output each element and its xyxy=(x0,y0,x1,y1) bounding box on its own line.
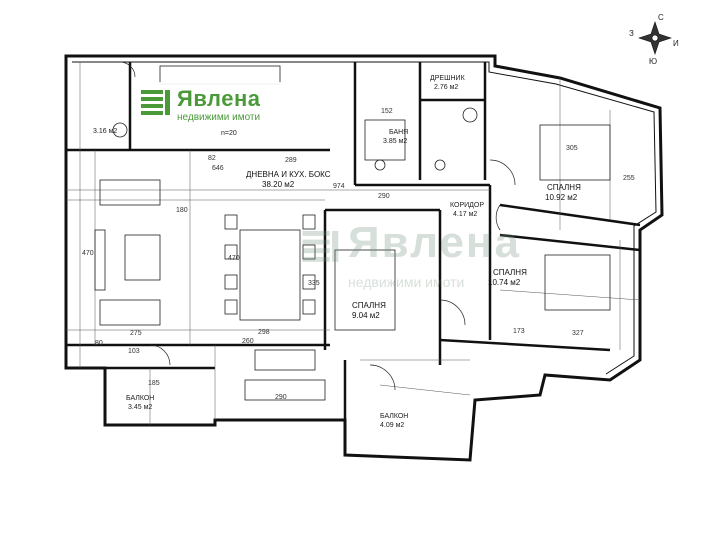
living-room-name: ДНЕВНА И КУХ. БОКС xyxy=(246,170,331,179)
brand-logo: Явлена недвижими имоти xyxy=(135,82,285,130)
compass-east: И xyxy=(673,39,679,48)
dim-label: 974 xyxy=(333,183,345,190)
brand-name: Явлена xyxy=(177,86,261,111)
dim-label: 335 xyxy=(308,280,320,287)
dim-label: 255 xyxy=(623,175,635,182)
living-room-area: 38.20 м2 xyxy=(262,180,295,189)
bedroom2-name: СПАЛНЯ xyxy=(493,268,527,277)
brand-tagline: недвижими имоти xyxy=(177,112,261,123)
dim-label: 260 xyxy=(242,338,254,345)
dim-label: 646 xyxy=(212,165,224,172)
bath-name: БАНЯ xyxy=(389,129,408,136)
wc-area: 3.16 м2 xyxy=(93,128,117,135)
brand-mark-icon xyxy=(141,90,170,115)
compass-rose-icon: С З И Ю xyxy=(629,13,679,66)
balcony2-name: БАЛКОН xyxy=(380,413,408,420)
bedroom1-name: СПАЛНЯ xyxy=(547,183,581,192)
outer-walls xyxy=(64,54,664,462)
dim-label: 180 xyxy=(176,207,188,214)
balcony2-area: 4.09 м2 xyxy=(380,422,404,429)
compass-south: Ю xyxy=(649,57,657,66)
room-labels: ДНЕВНА И КУХ. БОКС 38.20 м2 ДРЕШНИК 2.76… xyxy=(93,75,581,429)
door-swings xyxy=(119,61,516,391)
dim-label: 80 xyxy=(95,340,103,347)
hallway-note: n=20 xyxy=(221,130,237,137)
dim-label: 103 xyxy=(128,348,140,355)
dim-label: 152 xyxy=(381,108,393,115)
bedroom3-name: СПАЛНЯ xyxy=(352,301,386,310)
balcony1-area: 3.45 м2 xyxy=(128,404,152,411)
balcony1-name: БАЛКОН xyxy=(126,395,154,402)
dim-label: 173 xyxy=(513,328,525,335)
dim-label: 290 xyxy=(275,394,287,401)
watermark-tagline: недвижими имоти xyxy=(348,274,465,290)
dim-label: 289 xyxy=(285,157,297,164)
bedroom3-area: 9.04 м2 xyxy=(352,311,380,320)
interior-walls xyxy=(66,62,641,455)
brand-watermark: Явлена недвижими имоти xyxy=(300,218,560,308)
dim-label: 305 xyxy=(566,145,578,152)
dim-label: 470 xyxy=(228,255,240,262)
dim-label: 470 xyxy=(82,250,94,257)
bath-area: 3.85 м2 xyxy=(383,138,407,145)
watermark-mark-icon xyxy=(302,230,339,262)
bedroom2-area: 10.74 м2 xyxy=(488,278,521,287)
wardrobe-area: 2.76 м2 xyxy=(434,84,458,91)
bedroom1-area: 10.92 м2 xyxy=(545,193,578,202)
dimension-labels: 289 646 82 974 290 470 275 103 298 260 2… xyxy=(82,108,635,401)
dim-label: 185 xyxy=(148,380,160,387)
dim-label: 298 xyxy=(258,329,270,336)
compass-west: З xyxy=(629,29,634,38)
corridor-name: КОРИДОР xyxy=(450,202,484,209)
dim-label: 290 xyxy=(378,193,390,200)
dim-label: 275 xyxy=(130,330,142,337)
wardrobe-name: ДРЕШНИК xyxy=(430,75,466,82)
watermark-name: Явлена xyxy=(348,218,521,267)
dim-label: 82 xyxy=(208,155,216,162)
corridor-area: 4.17 м2 xyxy=(453,211,477,218)
furniture xyxy=(94,65,611,401)
compass-north: С xyxy=(658,13,664,22)
dim-label: 327 xyxy=(572,330,584,337)
